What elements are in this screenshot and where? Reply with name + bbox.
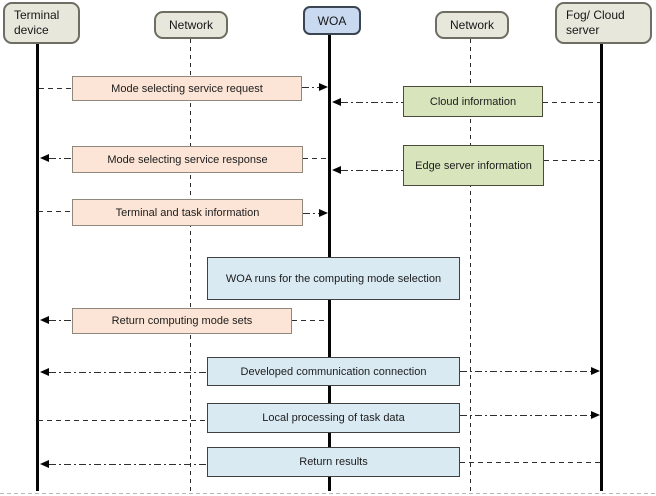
message-label: Local processing of task data <box>262 412 405 424</box>
line-mode-response-right <box>303 158 328 159</box>
line-return-results-left <box>49 464 207 465</box>
line-return-modes-left <box>49 320 72 321</box>
line-mode-request-left <box>39 88 72 89</box>
line-cloud-info-left <box>341 102 403 103</box>
lifeline-terminal-device <box>36 44 39 491</box>
arrowhead-into-terminal-mode-sets-icon <box>40 316 49 324</box>
arrowhead-into-woa-edge-info-icon <box>332 166 341 174</box>
message-label: WOA runs for the computing mode selectio… <box>225 272 442 285</box>
message-return-computing-mode-sets: Return computing mode sets <box>72 308 292 334</box>
actor-terminal-device-label: Terminal device <box>14 8 60 37</box>
arrowhead-into-terminal-connection-icon <box>40 368 49 376</box>
line-local-proc-left <box>38 420 207 421</box>
lifeline-network-left <box>190 39 191 491</box>
line-edge-info-left <box>341 170 403 171</box>
actor-woa-label: WOA <box>317 13 347 28</box>
arrowhead-into-woa-task-icon <box>319 209 328 217</box>
message-developed-communication-connection: Developed communication connection <box>207 357 460 386</box>
lifeline-network-right <box>470 39 471 491</box>
message-cloud-information: Cloud information <box>403 86 543 117</box>
line-return-modes-right <box>292 320 328 321</box>
line-mode-request-right <box>302 87 320 88</box>
message-label: Mode selecting service request <box>111 82 263 95</box>
actor-network-right-label: Network <box>449 18 494 32</box>
message-return-results: Return results <box>207 447 460 477</box>
arrowhead-into-woa-request-icon <box>319 83 328 91</box>
line-local-proc-right <box>460 415 591 416</box>
message-label: Cloud information <box>429 95 517 108</box>
bottom-edge-divider <box>0 493 656 494</box>
actor-network-right: Network <box>435 11 509 39</box>
arrowhead-into-fog-connection-icon <box>591 367 600 375</box>
arrowhead-into-terminal-response-icon <box>40 154 49 162</box>
actor-terminal-device: Terminal device <box>3 2 80 44</box>
actor-fog-cloud-server: Fog/ Cloud server <box>555 2 652 44</box>
message-label: Return computing mode sets <box>111 315 253 327</box>
message-terminal-and-task-information: Terminal and task information <box>72 199 303 226</box>
message-edge-server-information: Edge server information <box>403 145 544 186</box>
arrowhead-into-terminal-results-icon <box>40 460 49 468</box>
message-label: Developed communication connection <box>240 365 427 378</box>
actor-fog-cloud-server-label: Fog/ Cloud server <box>566 8 625 37</box>
actor-woa: WOA <box>303 6 361 35</box>
lifeline-fog-cloud-server <box>600 44 603 491</box>
message-label: Terminal and task information <box>115 206 260 219</box>
message-mode-selecting-service-request: Mode selecting service request <box>72 76 302 101</box>
line-return-results-right <box>460 462 601 463</box>
message-mode-selecting-service-response: Mode selecting service response <box>72 146 303 173</box>
line-edge-info-right <box>544 160 600 161</box>
line-cloud-info-right <box>543 102 600 103</box>
line-dev-comm-right <box>460 371 591 372</box>
message-label: Edge server information <box>415 159 532 172</box>
line-mode-response-left <box>49 158 72 159</box>
arrowhead-into-fog-local-proc-icon <box>591 411 600 419</box>
message-label: Return results <box>299 456 368 468</box>
line-terminal-task-left <box>38 211 72 212</box>
message-local-processing-of-task-data: Local processing of task data <box>207 403 460 433</box>
line-terminal-task-right <box>303 213 319 214</box>
actor-network-left-label: Network <box>168 18 213 32</box>
actor-network-left: Network <box>154 11 228 39</box>
message-woa-runs-for-mode-selection: WOA runs for the computing mode selectio… <box>207 257 460 300</box>
line-dev-comm-left <box>49 372 207 373</box>
arrowhead-into-woa-cloud-info-icon <box>332 98 341 106</box>
message-label: Mode selecting service response <box>107 153 268 166</box>
